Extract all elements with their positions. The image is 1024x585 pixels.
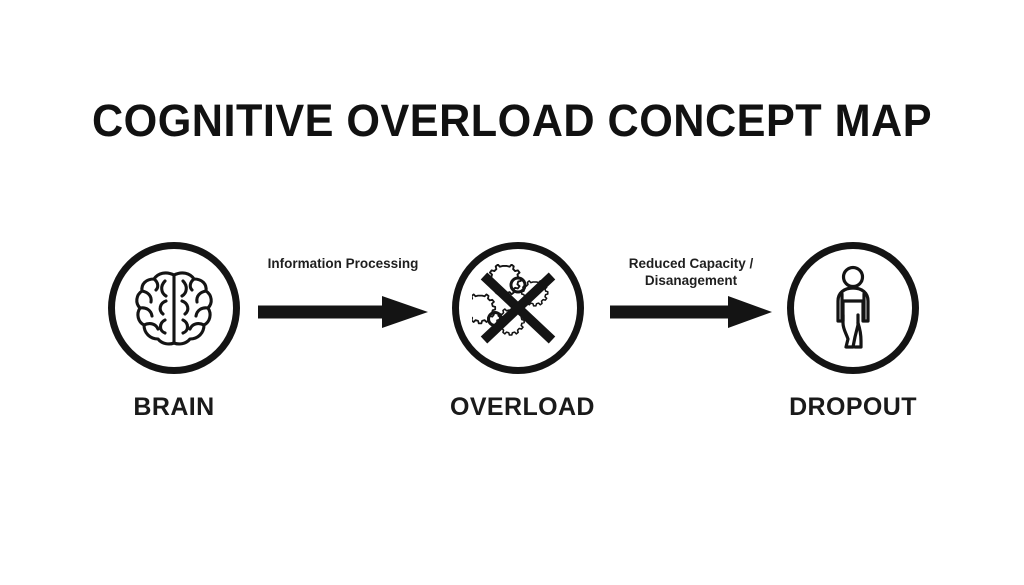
crossed-out-gears-icon [472,264,564,352]
connector-brain-to-overload: Information Processing [248,255,438,333]
connector-overload-to-dropout-label-line-1: Reduced Capacity / [628,256,754,271]
node-dropout-circle [787,242,919,374]
connector-overload-to-dropout-label-line-2: Disanagement [644,273,738,288]
person-walking-icon [822,265,884,351]
connector-overload-to-dropout: Reduced Capacity / Disanagement [598,255,784,333]
node-brain[interactable]: BRAIN [106,242,242,422]
page-title: COGNITIVE OVERLOAD CONCEPT MAP [91,95,933,146]
node-overload-label: OVERLOAD [450,393,595,421]
arrow-right-icon [598,296,784,333]
brain-icon [132,268,216,348]
node-dropout[interactable]: DROPOUT [785,242,921,422]
connector-overload-to-dropout-label: Reduced Capacity / Disanagement [598,255,784,296]
arrow-right-icon [248,296,438,333]
node-brain-label: BRAIN [133,393,215,421]
node-overload-circle [452,242,584,374]
node-dropout-label: DROPOUT [789,393,917,421]
node-brain-circle [108,242,240,374]
connector-brain-to-overload-label: Information Processing [267,256,419,271]
node-overload[interactable]: OVERLOAD [450,242,595,422]
